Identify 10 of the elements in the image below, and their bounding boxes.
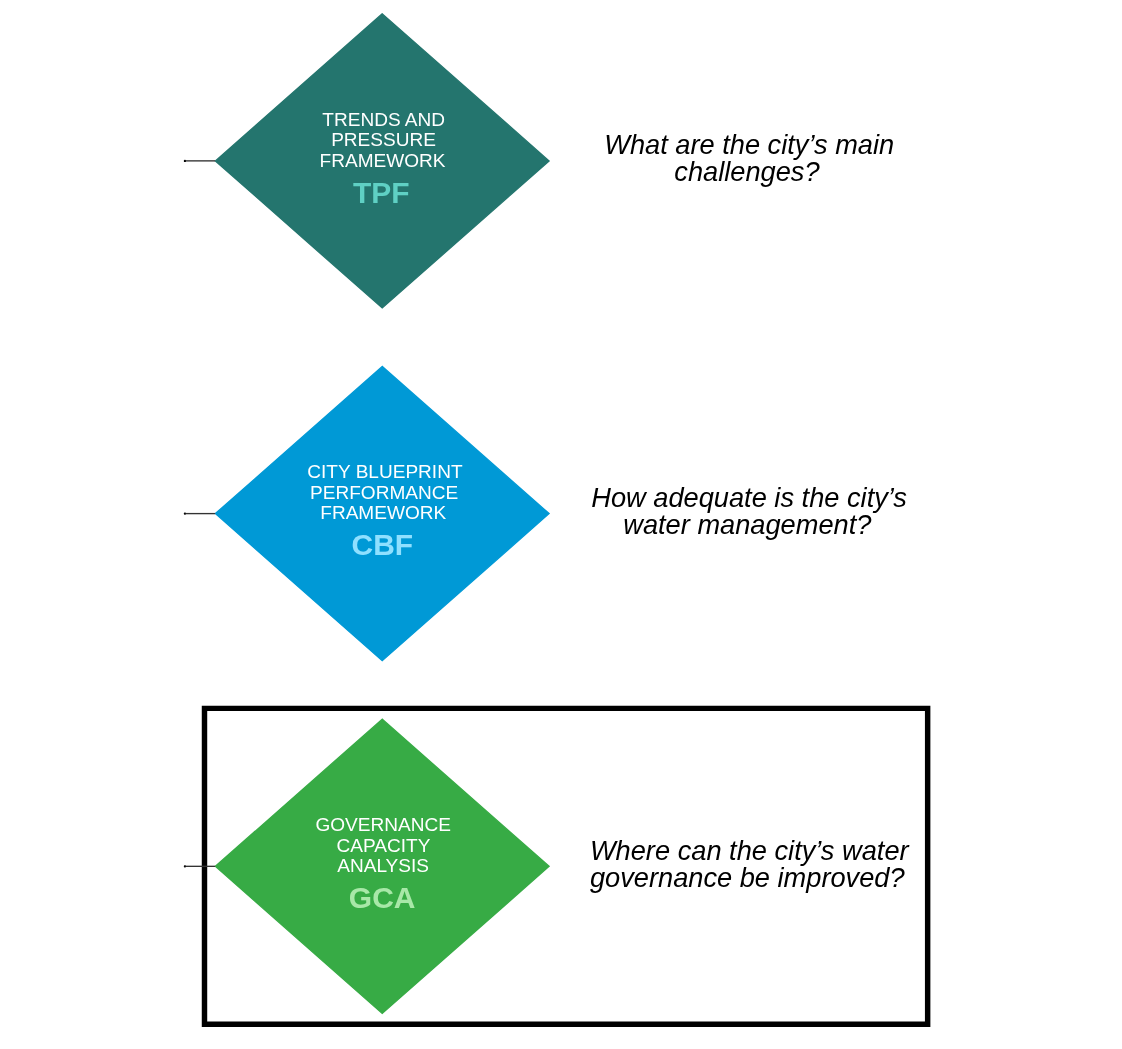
connector (184, 865, 216, 867)
cluster (201, 705, 930, 1028)
node-label: What are the city’s main challenges? (603, 129, 894, 188)
node-diamond: GOVERNANCE CAPACITY ANALYSIS GCA (213, 718, 550, 1015)
node-diamond: TRENDS AND PRESSURE FRAMEWORK TPF (213, 12, 550, 309)
node-label: How adequate is the city’s water management? (590, 481, 907, 541)
connector (184, 160, 216, 162)
connector (184, 512, 216, 515)
node-diamond: CITY BLUEPRINT PERFORMANCE FRAMEWORK CBF (213, 365, 550, 662)
node-label: Where can the city’s water governance be improved? (589, 834, 909, 893)
